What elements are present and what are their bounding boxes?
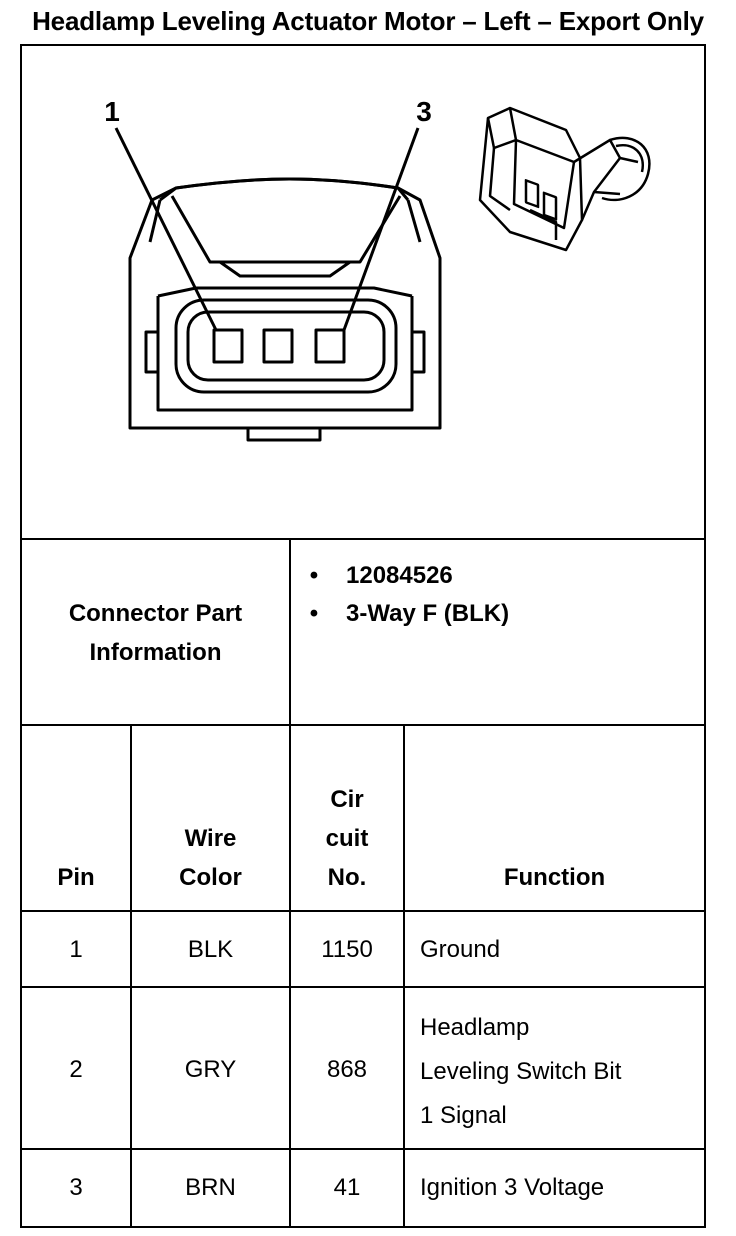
pin-callout-3: 3 [416,96,432,127]
row1-wire-color: BLK [187,936,234,963]
row1-pin: 1 [69,936,83,963]
frame-right-border [704,44,706,1228]
divider-header [20,910,706,912]
header-wire-color-line2: Color [179,864,242,891]
divider-connector-col [289,538,291,726]
col-divider-2 [289,724,291,1228]
divider-row2 [20,1148,706,1150]
row3-function: Ignition 3 Voltage [420,1174,605,1201]
header-circuit-line2: cuit [325,825,369,852]
connector-face-diagram [114,127,442,442]
divider-row1 [20,986,706,988]
connector-part-number: 12084526 [346,562,453,589]
col-divider-1 [130,724,132,1228]
col-divider-3 [403,724,405,1228]
connector-info-label-line1: Connector Part [68,600,243,627]
header-circuit-line3: No. [327,864,367,891]
row1-function: Ground [420,936,501,963]
connector-3d-illustration [478,106,651,252]
row2-circuit: 868 [326,1056,368,1083]
frame-top-border [20,44,706,46]
pin-callout-1: 1 [104,96,120,127]
header-circuit-line1: Cir [330,786,364,813]
header-function: Function [503,864,606,891]
connector-description: 3-Way F (BLK) [346,600,510,627]
frame-bottom-border [20,1226,706,1228]
row2-function-line3: 1 Signal [420,1102,507,1129]
connector-info-label-line2: Information [89,639,222,666]
divider-connector-info [20,724,706,726]
row2-function-line2: Leveling Switch Bit [420,1058,622,1085]
row1-circuit: 1150 [321,936,373,963]
bullet-icon: • [309,600,319,627]
page-title: Headlamp Leveling Actuator Motor – Left … [32,6,704,36]
bullet-icon: • [309,562,319,589]
frame-left-border [20,44,22,1228]
header-pin: Pin [57,864,95,891]
row3-wire-color: BRN [185,1174,236,1201]
row2-pin: 2 [69,1056,83,1083]
row3-pin: 3 [69,1174,83,1201]
divider-diagram [20,538,706,540]
header-wire-color-line1: Wire [184,825,237,852]
row3-circuit: 41 [333,1174,361,1201]
row2-wire-color: GRY [184,1056,237,1083]
row2-function-line1: Headlamp [420,1014,530,1041]
